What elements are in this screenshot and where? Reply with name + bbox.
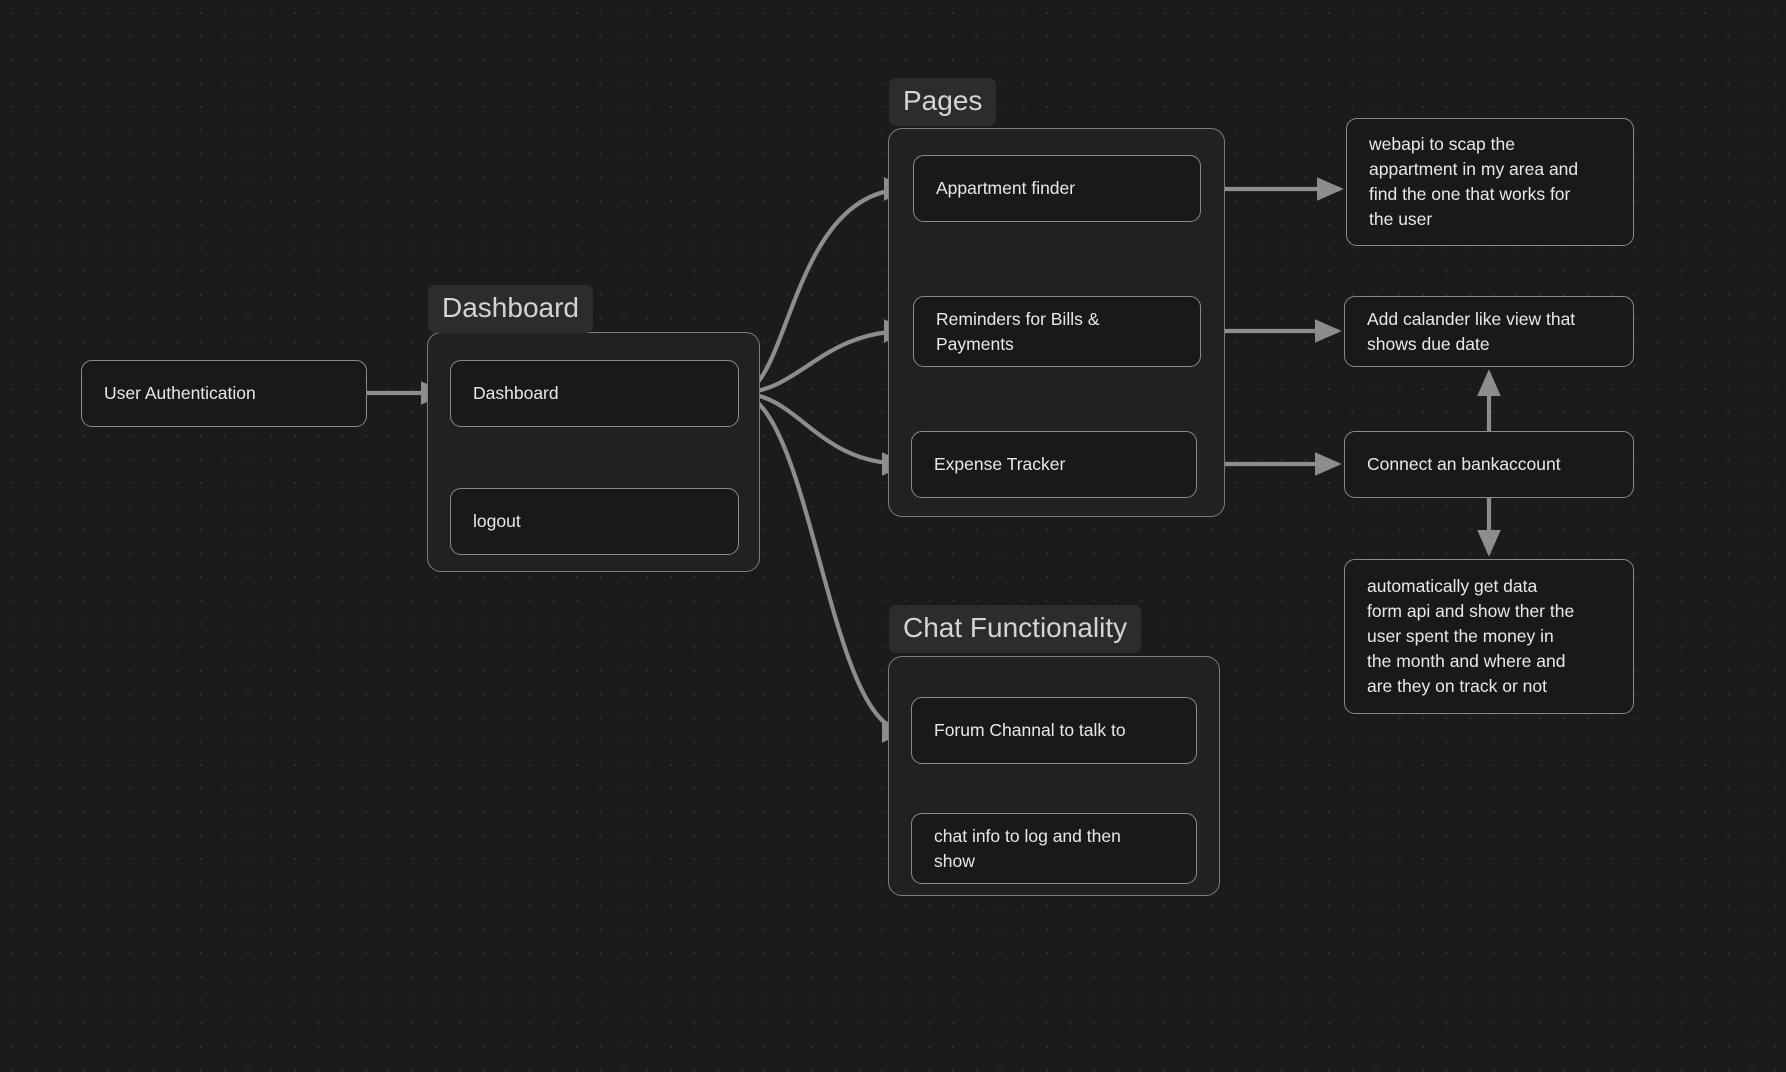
- node-forum-channal[interactable]: Forum Channal to talk to: [911, 697, 1197, 764]
- node-label-connect-bankaccount: Connect an bankaccount: [1367, 454, 1561, 474]
- group-label-pages: Pages: [889, 78, 997, 126]
- node-logout[interactable]: logout: [450, 488, 739, 555]
- edge-dashboard-appartment: [738, 177, 911, 396]
- group-label-chat-functionality: Chat Functionality: [889, 605, 1142, 653]
- node-label-logout: logout: [473, 511, 521, 531]
- node-appartment-finder[interactable]: Appartment finder: [913, 155, 1201, 222]
- node-label-expense-tracker: Expense Tracker: [934, 454, 1066, 474]
- node-label-webapi-scrape: webapi to scap the appartment in my area…: [1369, 134, 1579, 229]
- node-user-authentication[interactable]: User Authentication: [81, 360, 367, 427]
- edge-dashboard-reminders: [738, 319, 911, 396]
- node-label-auto-get-data: automatically get data form api and show…: [1367, 576, 1575, 696]
- node-label-calendar-view: Add calander like view that shows due da…: [1367, 308, 1576, 354]
- edge-dashboard-forum: [738, 390, 909, 743]
- node-label-appartment-finder: Appartment finder: [936, 178, 1076, 198]
- node-label-chat-info-log: chat info to log and then show: [934, 825, 1121, 871]
- node-reminders-for-bills-payments[interactable]: Reminders for Bills & Payments: [913, 296, 1201, 367]
- node-dashboard[interactable]: Dashboard: [450, 360, 739, 427]
- node-label-user-authentication: User Authentication: [104, 383, 256, 403]
- node-label-forum-channal: Forum Channal to talk to: [934, 720, 1126, 740]
- node-label-dashboard: Dashboard: [473, 383, 559, 403]
- node-auto-get-data[interactable]: automatically get data form api and show…: [1344, 559, 1634, 714]
- node-connect-bankaccount[interactable]: Connect an bankaccount: [1344, 431, 1634, 498]
- node-webapi-scrape[interactable]: webapi to scap the appartment in my area…: [1346, 118, 1634, 246]
- node-expense-tracker[interactable]: Expense Tracker: [911, 431, 1197, 498]
- edge-dashboard-expense: [738, 390, 909, 476]
- node-chat-info-log[interactable]: chat info to log and then show: [911, 813, 1197, 884]
- node-label-reminders-for-bills-payments: Reminders for Bills & Payments: [936, 308, 1100, 354]
- node-calendar-view[interactable]: Add calander like view that shows due da…: [1344, 296, 1634, 367]
- group-label-dashboard: Dashboard: [428, 285, 593, 333]
